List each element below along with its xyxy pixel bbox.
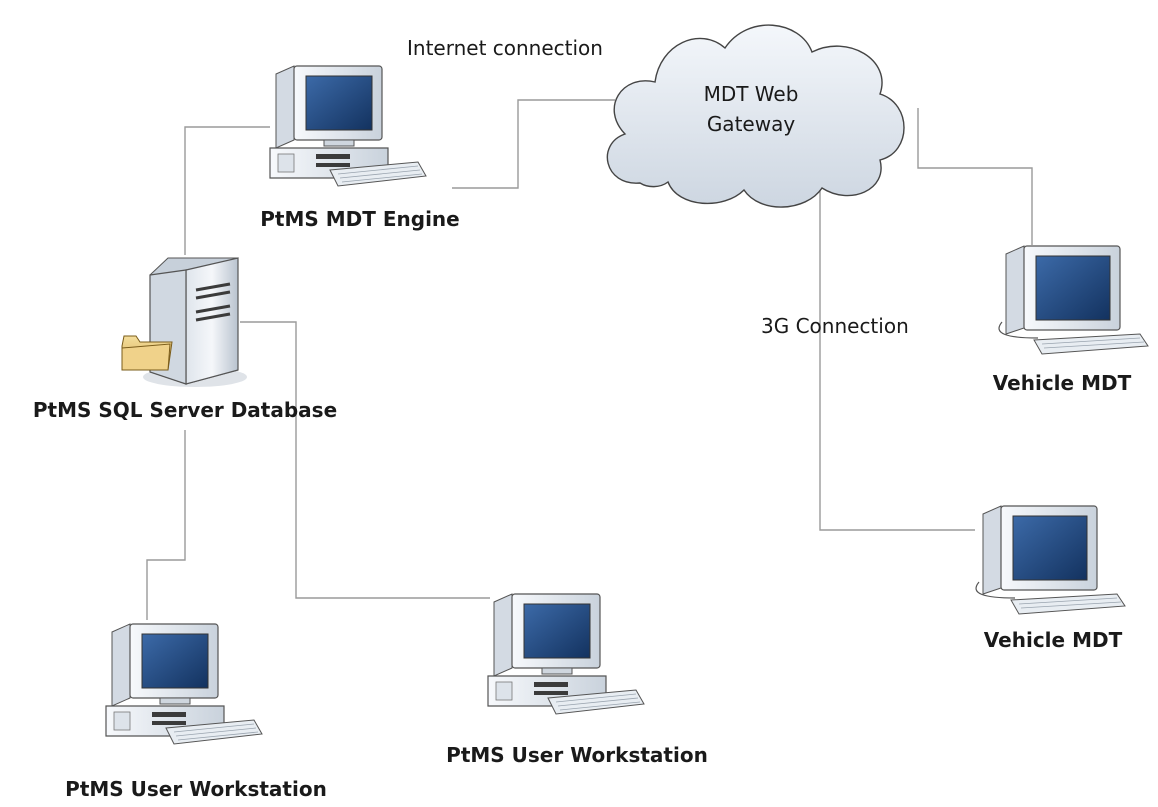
desktop-computer-icon (105, 623, 263, 745)
gateway-cloud-node: MDT Web Gateway (606, 24, 905, 208)
vehicle-lower-label: Vehicle MDT (984, 628, 1123, 652)
connector-lines (146, 99, 1033, 620)
vehicle-upper-node: Vehicle MDT (993, 245, 1149, 395)
gateway-label-line2: Gateway (707, 112, 796, 136)
workstation-mid-label: PtMS User Workstation (446, 743, 708, 767)
vehicle-lower-node: Vehicle MDT (975, 505, 1126, 652)
gateway-label-line1: MDT Web (704, 82, 799, 106)
link-gateway-vehicle-upper (917, 108, 1033, 245)
desktop-computer-icon (975, 505, 1126, 615)
link-engine-database (184, 126, 270, 255)
workstation-left-node: PtMS User Workstation (65, 623, 327, 801)
database-server-icon (143, 257, 247, 387)
desktop-computer-icon (487, 593, 645, 715)
3g-connection-label: 3G Connection (761, 314, 909, 338)
desktop-computer-icon (269, 65, 427, 187)
database-node: PtMS SQL Server Database (33, 257, 337, 422)
link-engine-gateway (452, 99, 615, 189)
workstation-left-label: PtMS User Workstation (65, 777, 327, 801)
link-database-workstation-left (146, 430, 186, 620)
engine-node: PtMS MDT Engine (260, 65, 460, 231)
folder-icon (121, 335, 173, 371)
link-gateway-vehicle-lower (819, 180, 975, 531)
cloud-icon (606, 24, 905, 208)
engine-label: PtMS MDT Engine (260, 207, 459, 231)
link-database-workstation-mid (240, 321, 490, 599)
desktop-computer-icon (998, 245, 1149, 355)
internet-connection-label: Internet connection (407, 36, 603, 60)
workstation-mid-node: PtMS User Workstation (446, 593, 708, 767)
vehicle-upper-label: Vehicle MDT (993, 371, 1132, 395)
database-label: PtMS SQL Server Database (33, 398, 337, 422)
